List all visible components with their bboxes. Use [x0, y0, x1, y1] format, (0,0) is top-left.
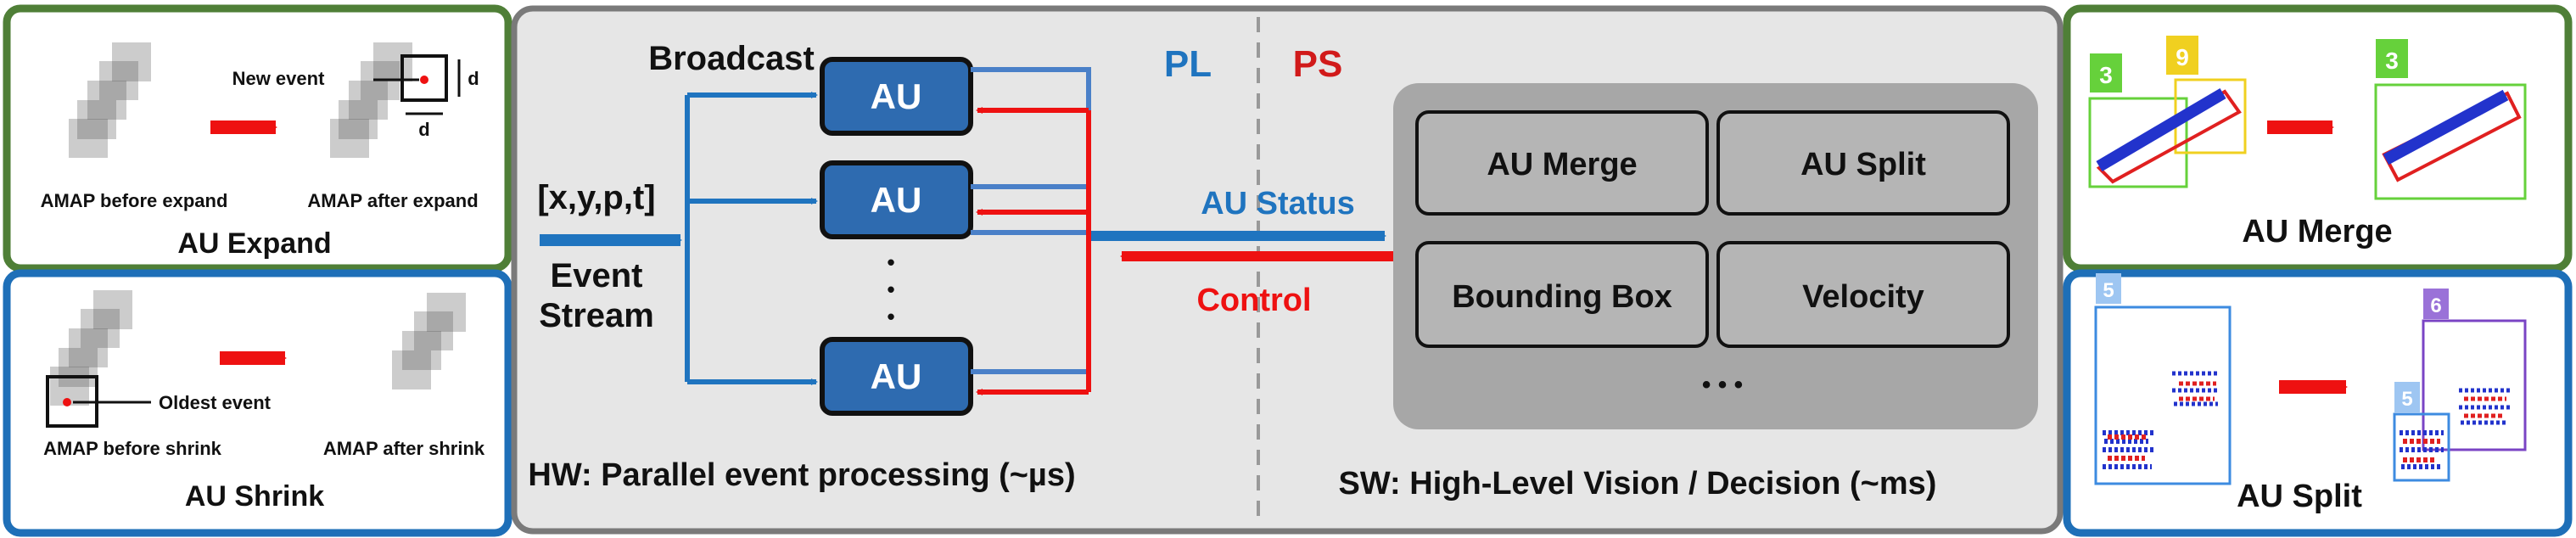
au-block-3-label: AU: [871, 356, 922, 396]
merge-before-id-a-tag: [2090, 53, 2122, 92]
sw-box-velocity-label: Velocity: [1802, 279, 1924, 315]
sw-box-bounding-box: Bounding Box: [1415, 241, 1709, 348]
expand-new-box: [400, 54, 448, 102]
au-expand-panel: New event d d AMAP before expand AMAP af…: [3, 4, 512, 272]
amap-before-shrink-label: AMAP before shrink: [43, 438, 222, 459]
merge-before-id-b: 9: [2176, 44, 2189, 70]
merge-before-id-a: 3: [2099, 62, 2113, 88]
au-block-2: AU: [820, 160, 973, 239]
amap-after-expand-label: AMAP after expand: [307, 190, 478, 211]
au-block-1-label: AU: [871, 76, 922, 116]
au-expand-title: AU Expand: [177, 227, 331, 260]
sw-box-au-split: AU Split: [1716, 110, 2010, 216]
split-before-image: 5: [2094, 273, 2232, 485]
au-split-title: AU Split: [2237, 479, 2362, 514]
d-right-label: d: [468, 68, 479, 89]
hw-caption: HW: Parallel event processing (~µs): [528, 457, 1075, 493]
broadcast-label: Broadcast: [648, 40, 815, 77]
au-merge-panel: 3 9 3 AU Merge: [2063, 4, 2573, 272]
control-label: Control: [1196, 283, 1311, 318]
split-before-id-tag: [2096, 273, 2121, 304]
oldest-event-dot: [63, 398, 71, 406]
amap-before-expand-image: [69, 42, 151, 158]
au-shrink-title: AU Shrink: [185, 480, 324, 513]
au-split-panel: 5 6 5 AU Split: [2063, 269, 2573, 537]
split-before-id: 5: [2103, 279, 2114, 302]
expand-panel-border: [3, 4, 512, 272]
merge-before-id-b-tag: [2166, 36, 2198, 75]
new-event-dot: [420, 76, 428, 84]
au-status-label: AU Status: [1201, 186, 1355, 221]
event-stream-label-line2: Stream: [539, 297, 654, 334]
d-bottom-label: d: [418, 119, 429, 140]
sw-box-velocity: Velocity: [1716, 241, 2010, 348]
ps-label: PS: [1293, 43, 1343, 85]
au-block-3: AU: [820, 337, 973, 416]
new-event-label: New event: [232, 68, 325, 89]
split-after-top-id: 6: [2430, 294, 2441, 317]
merge-after-id: 3: [2385, 48, 2399, 74]
pl-label: PL: [1164, 43, 1212, 85]
shrink-panel-border: [3, 269, 512, 537]
input-vector-label: [x,y,p,t]: [537, 179, 655, 216]
au-block-1: AU: [820, 57, 973, 136]
amap-after-shrink-label: AMAP after shrink: [323, 438, 485, 459]
sw-ellipsis: • • •: [1702, 371, 1743, 399]
sw-caption: SW: High-Level Vision / Decision (~ms): [1339, 466, 1937, 502]
amap-before-shrink-image: [46, 290, 132, 428]
split-after-bottom-id-tag: [2394, 382, 2420, 412]
sw-box-bounding-box-label: Bounding Box: [1452, 279, 1672, 315]
merge-after-image: 3: [2374, 39, 2527, 200]
event-stream-label-line1: Event: [551, 257, 643, 294]
merge-after-id-tag: [2376, 39, 2408, 78]
merge-before-image: 3 9: [2088, 36, 2247, 188]
sw-box-au-merge-label: AU Merge: [1487, 147, 1637, 182]
split-after-top-id-tag: [2423, 289, 2449, 319]
oldest-event-label: Oldest event: [159, 392, 272, 413]
split-after-image: 6 5: [2393, 289, 2527, 482]
au-dot-1: •: [887, 249, 894, 275]
au-shrink-panel: Oldest event AMAP before shrink AMAP aft…: [3, 269, 512, 537]
amap-after-shrink-image: [392, 293, 466, 389]
center-panel: [x,y,p,t] Event Stream Broadcast AU AU A…: [511, 5, 2064, 535]
amap-before-expand-label: AMAP before expand: [41, 190, 228, 211]
au-dot-2: •: [887, 277, 894, 302]
au-block-2-label: AU: [871, 180, 922, 220]
split-panel-border: [2063, 269, 2573, 537]
sw-box-au-merge: AU Merge: [1415, 110, 1709, 216]
au-dot-3: •: [887, 304, 894, 329]
split-after-bottom-id: 5: [2401, 388, 2412, 411]
sw-box-au-split-label: AU Split: [1800, 147, 1926, 182]
au-merge-title: AU Merge: [2242, 214, 2392, 249]
